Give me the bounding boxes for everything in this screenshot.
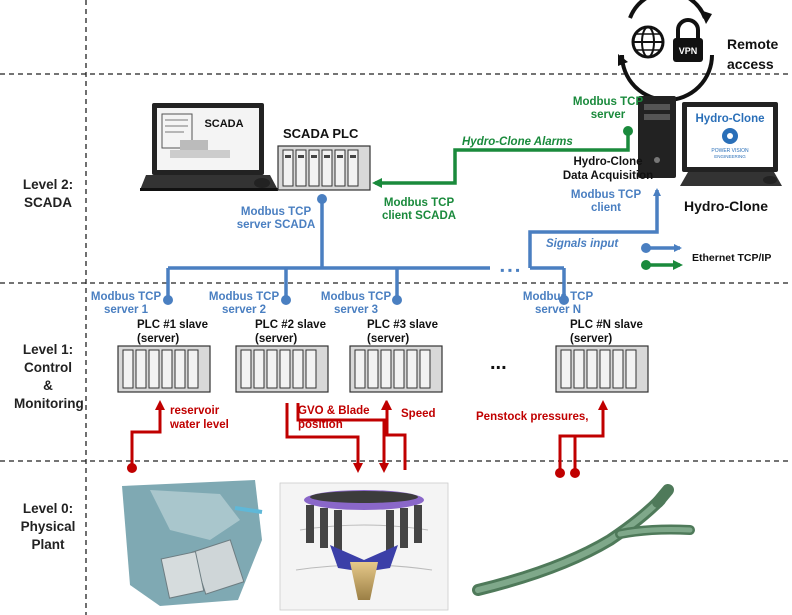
penstock-signal-label: Penstock pressures, xyxy=(476,411,589,423)
level0-line3: Plant xyxy=(31,537,65,552)
level0-line1: Level 0: xyxy=(22,501,74,516)
hydroclone-name: Hydro-Clone xyxy=(684,198,768,214)
level0-label: Level 0: Physical Plant xyxy=(14,500,82,554)
plc1-title-line2: (server) xyxy=(137,333,180,345)
more-plcs-ellipsis: ... xyxy=(490,352,507,374)
plc-rack-n xyxy=(555,345,649,393)
hydroclone-server-label: Modbus TCP server xyxy=(560,96,656,122)
remote-line1: Remote xyxy=(727,36,779,52)
reservoir-signal-label: reservoir water level xyxy=(170,404,229,432)
hc-server-line2: server xyxy=(590,109,626,121)
globe-icon xyxy=(631,25,665,59)
plcn-server-line1: Modbus TCP xyxy=(522,291,594,303)
reservoir-line1: reservoir xyxy=(170,405,220,417)
scada-server-line2: server SCADA xyxy=(236,219,316,231)
plcn-title: PLC #N slave (server) xyxy=(570,318,643,346)
level1-label: Level 1: Control & Monitoring xyxy=(14,341,84,413)
plc1-title-line1: PLC #1 slave xyxy=(137,319,208,331)
hc-server-line1: Modbus TCP xyxy=(572,96,644,108)
scada-server-line1: Modbus TCP xyxy=(240,206,312,218)
scada-computer: SCADA xyxy=(140,103,278,191)
plc3-title: PLC #3 slave (server) xyxy=(367,318,438,346)
level1-line3: & xyxy=(43,378,53,393)
plc2-title-line1: PLC #2 slave xyxy=(255,319,326,331)
level1-line4: Monitoring xyxy=(14,396,84,411)
reservoir-model-image xyxy=(122,480,263,606)
scada-plc-rack xyxy=(277,145,371,191)
plc1-server-line1: Modbus TCP xyxy=(90,291,162,303)
alarms-label: Hydro-Clone Alarms xyxy=(462,136,573,148)
sensor-points xyxy=(127,463,580,478)
hydroclone-screen-sub2: ENGINEERING xyxy=(714,154,746,159)
remote-line2: access xyxy=(727,56,774,72)
speed-signal-label: Speed xyxy=(401,408,436,420)
hydroclone-client-label: Modbus TCP client xyxy=(568,189,644,215)
reservoir-line2: water level xyxy=(170,419,229,431)
remote-access-label: Remote access xyxy=(727,34,778,74)
scada-client-line2: client SCADA xyxy=(381,210,457,222)
hydroclone-screen-sub: POWER VISION xyxy=(711,148,749,154)
level2-line2: SCADA xyxy=(23,195,72,210)
gear-logo-icon xyxy=(722,128,738,144)
plc-racks xyxy=(117,345,649,393)
gvo-line2: position xyxy=(298,419,343,431)
plcn-title-line2: (server) xyxy=(570,333,613,345)
data-acquisition-label: Hydro-Clone Data Acquisition xyxy=(558,155,658,183)
plc3-title-line2: (server) xyxy=(367,333,410,345)
legend xyxy=(641,243,683,270)
signal-wires xyxy=(130,400,608,473)
level1-line1: Level 1: xyxy=(22,342,74,357)
hc-client-line1: Modbus TCP xyxy=(570,189,642,201)
plc3-server-line1: Modbus TCP xyxy=(320,291,392,303)
plc1-server-label: Modbus TCP server 1 xyxy=(88,291,164,317)
signals-input-label: Signals input xyxy=(546,238,619,250)
vpn-label: VPN xyxy=(679,46,698,56)
scada-plc-title: SCADA PLC xyxy=(283,126,359,141)
turbine-model-image xyxy=(279,482,449,611)
level2-label: Level 2: SCADA xyxy=(14,176,82,212)
data-acq-line2: Data Acquisition xyxy=(562,170,654,182)
plc2-title: PLC #2 slave (server) xyxy=(255,318,326,346)
lock-icon: VPN xyxy=(673,18,703,62)
plc-rack-2 xyxy=(235,345,329,393)
level2-line1: Level 2: xyxy=(22,177,74,192)
plc2-server-line1: Modbus TCP xyxy=(208,291,280,303)
penstock-model-image xyxy=(472,484,695,596)
plc2-title-line2: (server) xyxy=(255,333,298,345)
plc2-server-line2: server 2 xyxy=(221,304,267,316)
scada-screen-label: SCADA xyxy=(204,118,243,130)
level1-line2: Control xyxy=(24,360,72,375)
scada-client-label: Modbus TCP client SCADA xyxy=(376,197,462,223)
bus-endpoints xyxy=(163,194,569,305)
plc1-title: PLC #1 slave (server) xyxy=(137,318,208,346)
plc-rack-1 xyxy=(117,345,211,393)
plc-rack-3 xyxy=(349,345,443,393)
scada-server-label: Modbus TCP server SCADA xyxy=(234,206,318,232)
hydroclone-screen-title: Hydro-Clone xyxy=(696,113,765,125)
remote-access-icon: VPN xyxy=(618,0,714,102)
hc-client-line2: client xyxy=(590,202,622,214)
plcn-server-line2: server N xyxy=(534,304,582,316)
plc3-title-line1: PLC #3 slave xyxy=(367,319,438,331)
scada-client-line1: Modbus TCP xyxy=(383,197,455,209)
plcn-server-label: Modbus TCP server N xyxy=(520,291,596,317)
bus-continuation-dots: ▪ ▪ ▪ xyxy=(500,263,519,277)
plc2-server-label: Modbus TCP server 2 xyxy=(206,291,282,317)
plc3-server-label: Modbus TCP server 3 xyxy=(318,291,394,317)
plc3-server-line2: server 3 xyxy=(333,304,379,316)
ethernet-bus xyxy=(166,188,661,298)
hydroclone-computer: Hydro-Clone POWER VISION ENGINEERING xyxy=(638,96,782,186)
plc1-server-line2: server 1 xyxy=(103,304,149,316)
gvo-signal-label: GVO & Blade position xyxy=(298,404,370,432)
legend-label: Ethernet TCP/IP xyxy=(692,252,772,264)
data-acq-line1: Hydro-Clone xyxy=(573,156,643,168)
level0-line2: Physical xyxy=(20,519,76,534)
gvo-line1: GVO & Blade xyxy=(298,405,370,417)
plcn-title-line1: PLC #N slave xyxy=(570,319,643,331)
alarms-link xyxy=(372,126,633,188)
